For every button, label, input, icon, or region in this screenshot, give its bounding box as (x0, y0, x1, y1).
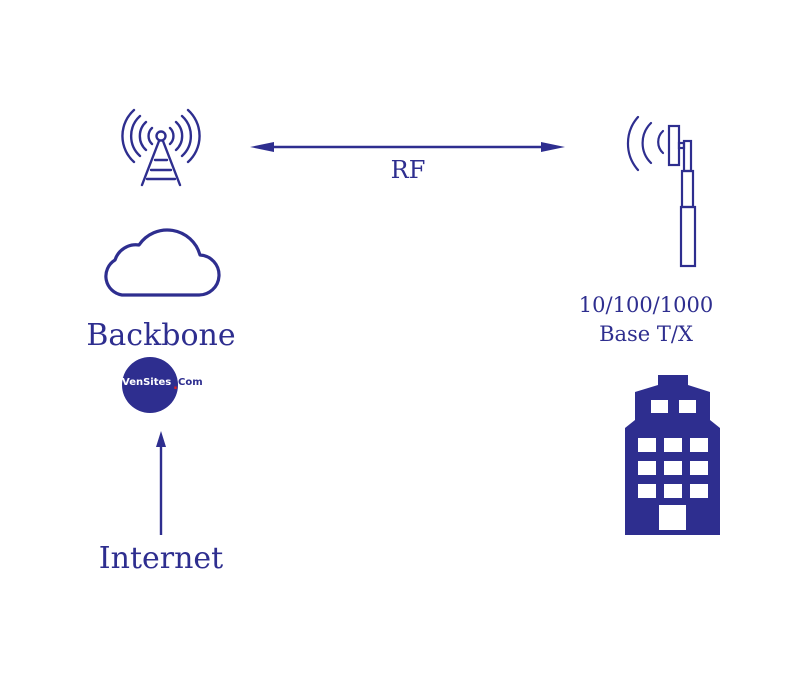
logo-text-dot: . (173, 378, 178, 393)
antenna-label-line2: Base T/X (599, 322, 693, 346)
building-icon (625, 375, 720, 535)
internet-label: Internet (98, 541, 224, 576)
rf-link-label: RF (390, 156, 426, 184)
cloud-icon (104, 228, 221, 297)
rf-link-arrow (250, 142, 565, 152)
antenna-mast-icon (626, 115, 697, 268)
radio-tower-icon (121, 108, 201, 187)
antenna-label-line1: 10/100/1000 (578, 293, 714, 317)
logo-text-main: VenSites (122, 377, 172, 388)
vensites-logo (122, 357, 178, 413)
logo-text-suffix: Com (178, 377, 203, 388)
backbone-label: Backbone (86, 318, 236, 353)
internet-uplink-arrow (156, 431, 166, 535)
